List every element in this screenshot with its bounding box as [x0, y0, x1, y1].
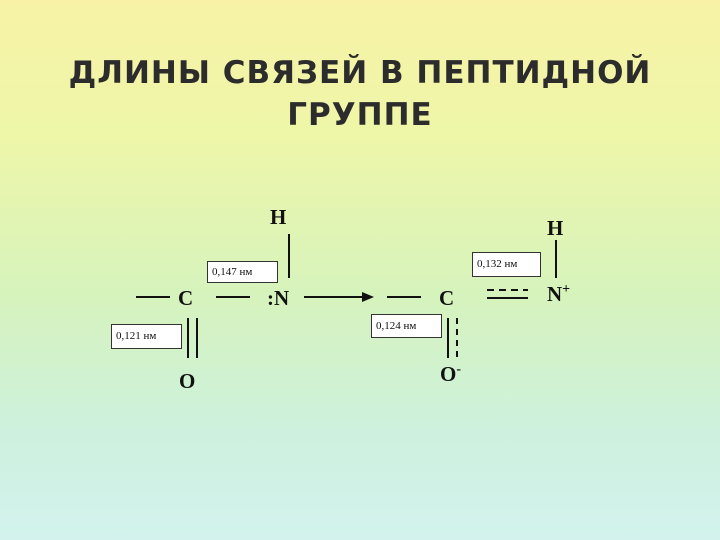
atom-o-right: O-: [440, 363, 461, 385]
atom-h-right: H: [547, 216, 564, 240]
title-line-2: ГРУППЕ: [287, 97, 433, 133]
atom-n-right-symbol: N: [547, 282, 563, 306]
label-co-left: 0,121 нм: [111, 324, 182, 349]
n-positive-charge: +: [562, 282, 571, 297]
atom-h-left: H: [270, 205, 287, 229]
atom-c-right: C: [439, 286, 455, 310]
label-co-right: 0,124 нм: [371, 314, 442, 338]
atom-n-right: N+: [547, 283, 570, 305]
o-negative-charge: -: [456, 362, 462, 377]
atom-n-left: :N: [267, 286, 290, 310]
title-line-1: ДЛИНЫ СВЯЗЕЙ В ПЕПТИДНОЙ: [68, 55, 652, 91]
label-cn-left: 0,147 нм: [207, 261, 278, 283]
slide-title: ДЛИНЫ СВЯЗЕЙ В ПЕПТИДНОЙ ГРУППЕ: [0, 52, 720, 136]
atom-c-left: C: [178, 286, 194, 310]
atom-o-right-symbol: O: [440, 362, 457, 386]
label-cn-right: 0,132 нм: [472, 252, 541, 277]
resonance-arrow-head: [362, 292, 374, 302]
atom-o-left: O: [179, 369, 196, 393]
